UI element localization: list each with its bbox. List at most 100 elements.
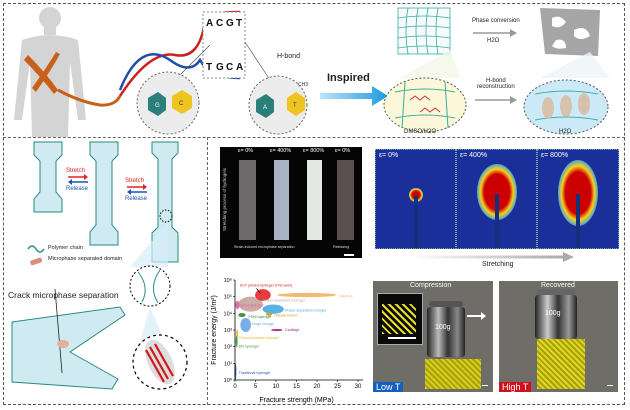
saxs-label-800: ε= 800% <box>541 152 569 159</box>
dogbone-fully-stretched <box>151 141 179 263</box>
release-label-2: Release <box>125 196 148 202</box>
arrow-right-icon <box>481 312 486 320</box>
methyl-label: CH3 <box>298 82 308 88</box>
region-label-5: Natural rubber <box>274 313 298 317</box>
y-tick-label-1: 10¹ <box>224 361 232 367</box>
low-t-badge: Low T <box>373 382 404 392</box>
legend-polymer-chain: Polymer chain <box>48 245 83 251</box>
weight-icon <box>535 295 577 339</box>
pair2-a: A <box>263 105 267 111</box>
region-label-3: DLP printed hydrogel (This work) <box>240 284 292 288</box>
weight-label-left: 100g <box>435 324 451 331</box>
crack-label: Crack microphase separation <box>8 290 119 300</box>
hydrogel-strip-800 <box>307 160 322 240</box>
x-tick-label-5: 25 <box>334 384 341 390</box>
region-label-7: Tough ionogel <box>251 322 274 326</box>
photo-bottom-right: Releasing <box>333 245 349 249</box>
y-tick-label-0: 10⁰ <box>224 377 233 384</box>
base-top-3: G <box>226 18 234 29</box>
base-top-2: C <box>216 18 223 29</box>
inspired-label: Inspired <box>327 72 370 84</box>
region-label-9: Polyelectrolytes hydrogel <box>239 336 279 340</box>
recovered-title: Recovered <box>541 282 575 289</box>
base-top-1: A <box>206 18 213 29</box>
region-8 <box>271 328 283 332</box>
inspired-arrow-icon <box>320 86 388 106</box>
stretching-label: Stretching <box>482 261 514 268</box>
dogbone-unstretched <box>33 141 63 213</box>
crack-specimen <box>11 306 126 390</box>
photo-vertical-label: Stretching process of hydrogels <box>222 167 227 231</box>
scale-bar <box>344 254 354 256</box>
base-bottom-3: C <box>226 62 233 73</box>
stretch-label-1: Stretch <box>66 168 86 174</box>
adenine-ring-icon <box>256 94 274 118</box>
microphase-domain-icon <box>30 257 43 266</box>
pair2-t: T <box>293 103 297 109</box>
polymer-chain-icon <box>27 245 45 253</box>
region-10 <box>235 335 238 348</box>
region-4 <box>262 304 284 314</box>
region-2 <box>235 300 240 310</box>
region-label-2: Hybrid hydrogel <box>238 304 263 308</box>
saxs-panel-0: ε= 0% <box>375 149 456 249</box>
lattice-compressed <box>425 359 481 389</box>
this-work-pointer <box>256 288 261 294</box>
x-tick-label-4: 20 <box>314 384 321 390</box>
high-t-badge: High T <box>499 382 532 392</box>
hydrogel-photo-panel: Stretching process of hydrogels ε= 0% ε=… <box>220 147 362 258</box>
hbond-label: H-bond <box>277 53 300 60</box>
stretching-arrow-icon <box>410 252 574 262</box>
figure-border <box>3 3 625 405</box>
region-1 <box>238 296 263 312</box>
x-tick-label-2: 10 <box>273 384 280 390</box>
saxs-label-0: ε= 0% <box>379 152 399 159</box>
thymine-ring-icon <box>287 92 305 116</box>
region-label-1: Phase-separated hydrogel <box>263 298 305 302</box>
base-bottom-1: T <box>206 62 212 73</box>
cytosine-ring-icon <box>172 90 192 114</box>
compression-title: Compression <box>410 282 452 289</box>
guanine-ring-icon <box>148 92 166 116</box>
gc-pair-circle <box>136 71 200 135</box>
porous-structure-icon <box>540 8 600 56</box>
lattice-recovered <box>537 339 585 389</box>
region-label-4: Phase-separation ionogel <box>285 309 326 313</box>
y-axis-label: Fracture energy (J/m²) <box>211 295 218 365</box>
divider-vertical <box>207 137 208 405</box>
weight-icon <box>427 307 465 357</box>
y-tick-label-2: 10² <box>224 345 232 351</box>
hydrogel-network-icon <box>397 7 451 55</box>
region-5 <box>265 312 273 316</box>
y-tick-label-4: 10⁴ <box>224 310 233 317</box>
divider-horizontal <box>3 137 625 138</box>
lattice-inset <box>377 293 423 345</box>
y-tick-label-6: 10⁶ <box>224 277 232 284</box>
region-label-0: HA/PVA <box>340 295 354 299</box>
y-tick-label-3: 10³ <box>224 328 232 334</box>
x-tick-label-1: 5 <box>254 384 258 390</box>
photo-bottom-left: Strain-induced microphase separation <box>234 245 295 249</box>
phase-conversion-solvent: H2O <box>487 38 500 44</box>
hbond-reconstruction-label: H-bond reconstruction <box>477 78 515 90</box>
dmso-label: DMSO/H2O <box>404 129 437 135</box>
dmso-network-ellipse <box>383 77 467 133</box>
strain-label-2: ε= 400% <box>270 148 292 154</box>
phase-conversion-label: Phase conversion <box>472 18 520 24</box>
recovered-panel: Recovered 100g High T <box>499 281 618 392</box>
x-tick-label-3: 15 <box>293 384 300 390</box>
strain-label-4: ε= 0% <box>335 148 351 154</box>
legend-microphase-domain: Microphase separated domain <box>48 256 122 262</box>
region-3 <box>255 289 271 301</box>
chromosome-icon <box>24 52 122 107</box>
x-tick-label-6: 30 <box>355 384 362 390</box>
region-label-6: PDM hydrogel <box>249 315 272 319</box>
region-label-10: DN hydrogel <box>239 345 259 349</box>
bioinspiration-illustration: A C G T T G C A G C A T CH3 <box>14 7 610 137</box>
release-label-1: Release <box>66 186 89 192</box>
y-tick-label-5: 10⁵ <box>224 294 232 301</box>
water-label: H2O <box>559 129 572 135</box>
x-tick-label-0: 0 <box>233 384 237 390</box>
at-pair-circle <box>248 75 308 135</box>
